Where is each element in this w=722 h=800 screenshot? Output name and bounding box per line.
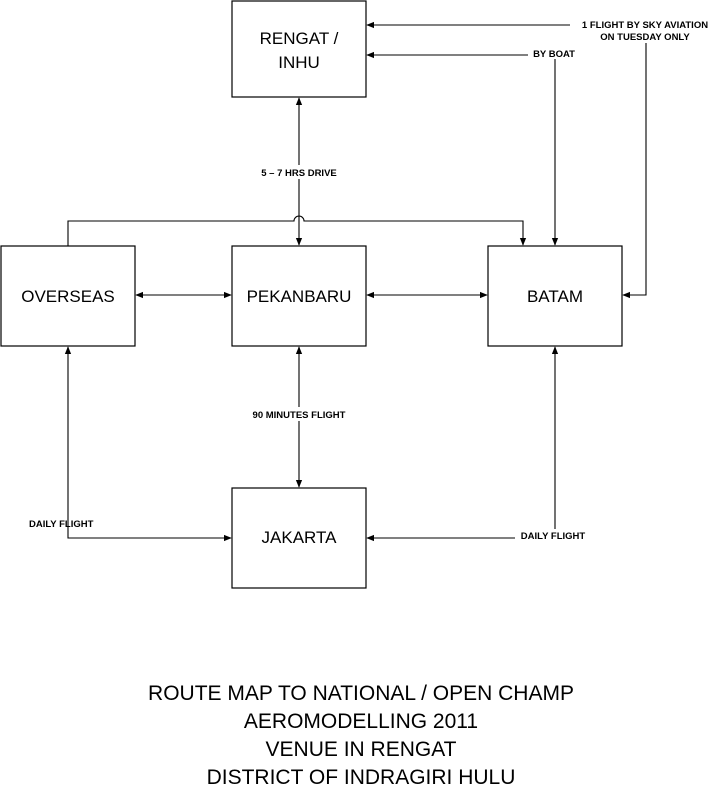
caption-line-2: AEROMODELLING 2011 [243,710,479,733]
node-pekanbaru: PEKANBARU [231,245,367,347]
node-rengat-label-line2: INHU [278,53,320,72]
node-pekanbaru-label: PEKANBARU [247,287,352,306]
label-sky-aviation-line2: ON TUESDAY ONLY [600,32,690,43]
node-jakarta: JAKARTA [231,487,367,589]
node-rengat: RENGAT / INHU [231,0,367,98]
diagram-caption: ROUTE MAP TO NATIONAL / OPEN CHAMP AEROM… [0,680,722,792]
label-daily-flight-left: DAILY FLIGHT [29,519,94,530]
edge-batam-jakarta [366,346,559,542]
label-daily-flight-right: DAILY FLIGHT [521,531,586,542]
node-rengat-label-line1: RENGAT / [260,29,339,48]
edge-overseas-batam [67,215,527,246]
edge-overseas-jakarta [64,346,232,542]
label-bg-by-boat [528,47,580,59]
node-jakarta-label: JAKARTA [262,528,338,547]
label-bg-drive [250,165,348,179]
label-bg-sky-aviation [570,17,720,43]
caption-line-4: DISTRICT OF INDRAGIRI HULU [206,766,516,789]
label-drive: 5 – 7 HRS DRIVE [261,168,337,179]
edge-batam-rengat-boat [366,51,559,246]
caption-line-1: ROUTE MAP TO NATIONAL / OPEN CHAMP [148,682,574,705]
node-batam: BATAM [487,245,623,347]
label-by-boat: BY BOAT [533,49,575,60]
label-bg-flight-90 [243,407,355,421]
edge-batam-rengat-flight [366,21,647,299]
node-overseas: OVERSEAS [0,245,136,347]
node-batam-label: BATAM [527,287,583,306]
caption-line-3: VENUE IN RENGAT [265,738,457,761]
label-sky-aviation-line1: 1 FLIGHT BY SKY AVIATION [582,20,708,31]
label-bg-daily-flight-right [515,529,593,542]
node-overseas-label: OVERSEAS [21,287,115,306]
label-flight-90: 90 MINUTES FLIGHT [253,410,346,421]
